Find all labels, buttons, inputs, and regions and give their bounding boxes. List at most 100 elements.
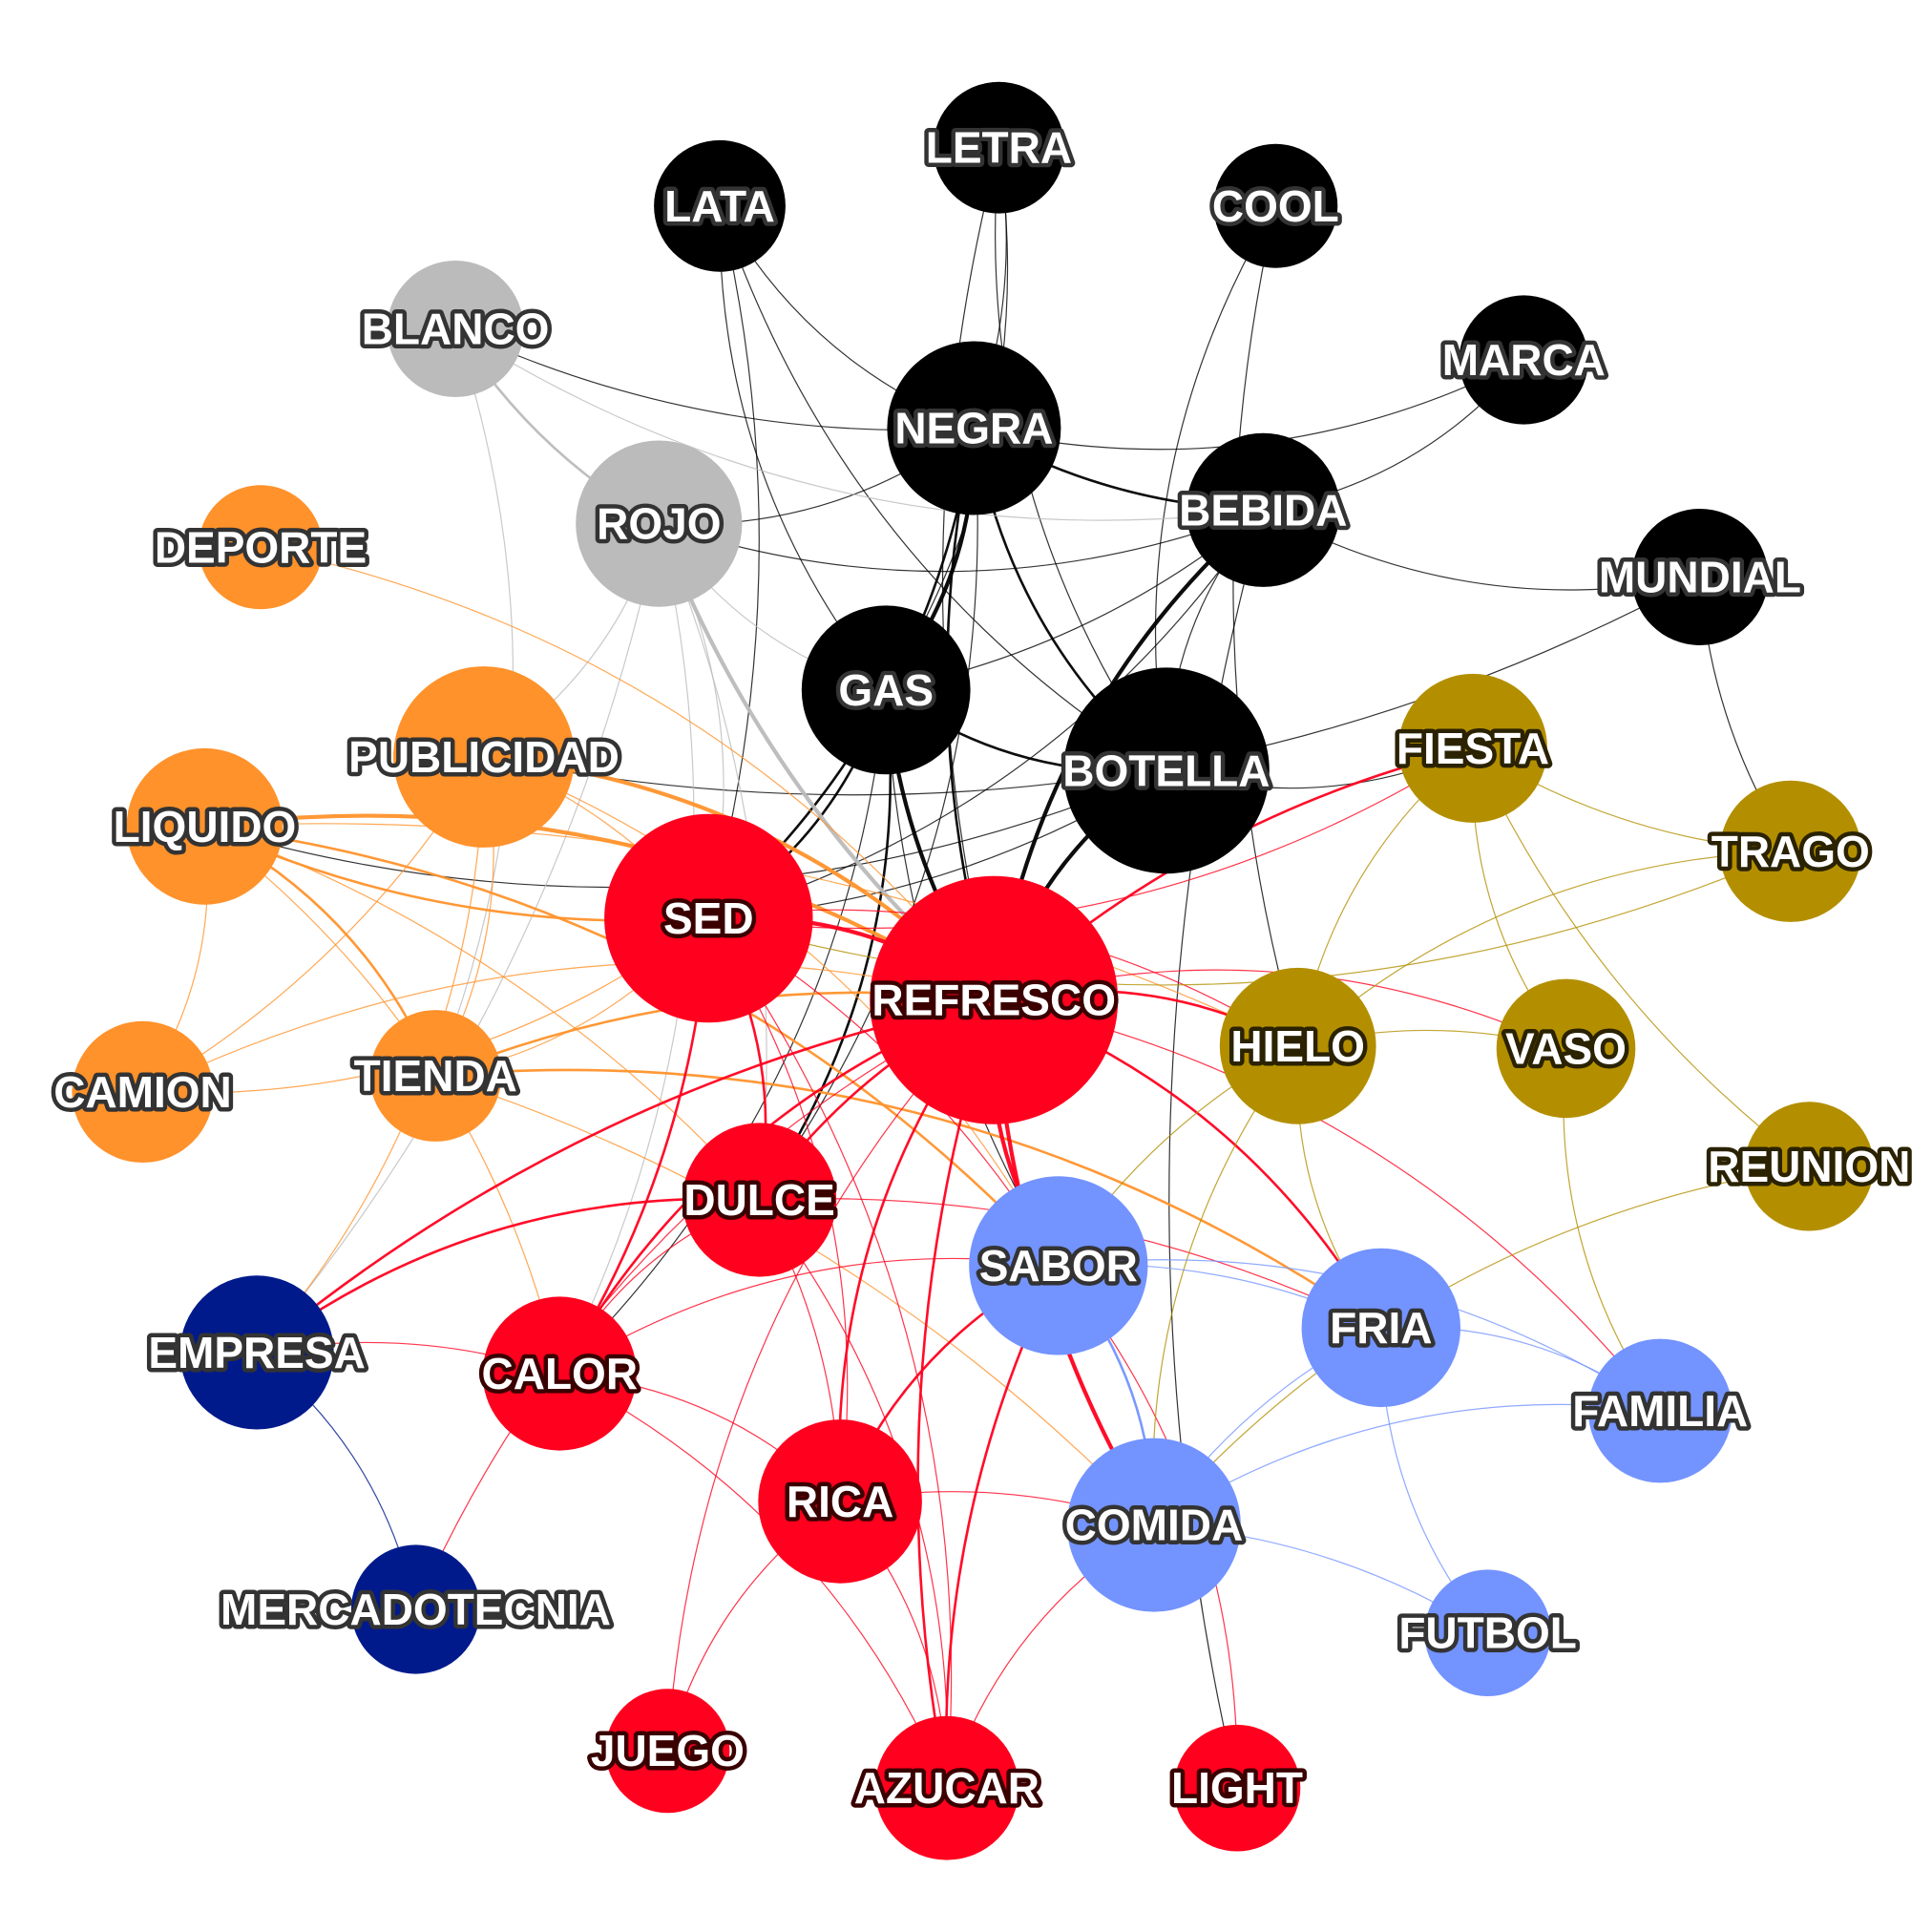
node-publicidad-label: PUBLICIDAD [348, 732, 620, 782]
edge-liquido-dulce [204, 826, 761, 1201]
node-familia-circle [1587, 1338, 1732, 1483]
node-gas-label: GAS [838, 665, 934, 715]
node-rica-label: RICA [787, 1477, 893, 1526]
edge-camion-refresco [142, 961, 995, 1093]
node-comida[interactable]: COMIDA [1060, 1438, 1248, 1612]
node-dulce[interactable]: DULCE [680, 1123, 839, 1277]
node-azucar-label: AZUCAR [854, 1763, 1040, 1813]
node-deporte[interactable]: DEPORTE [150, 485, 371, 610]
node-lata[interactable]: LATA [654, 139, 786, 272]
node-dulce-label: DULCE [683, 1175, 834, 1225]
node-futbol[interactable]: FUTBOL [1395, 1569, 1581, 1696]
node-azucar[interactable]: AZUCAR [850, 1715, 1044, 1860]
node-vaso[interactable]: VASO [1496, 978, 1636, 1119]
edge-reunion-comida [1153, 1166, 1810, 1525]
node-mercadotecnia[interactable]: MERCADOTECNIA [217, 1544, 615, 1674]
node-blanco[interactable]: BLANCO [357, 261, 554, 397]
node-rojo-circle [576, 440, 743, 607]
node-lata-circle [654, 139, 786, 272]
node-blanco-label: BLANCO [362, 304, 550, 354]
node-camion-label: CAMION [53, 1067, 232, 1117]
edge-bebida-rojo [659, 509, 1264, 573]
node-letra[interactable]: LETRA [921, 81, 1077, 214]
node-rojo[interactable]: ROJO [576, 440, 743, 607]
node-tienda-circle [369, 1010, 502, 1142]
node-calor-label: CALOR [482, 1349, 639, 1398]
node-reunion-circle [1744, 1102, 1874, 1231]
node-azucar-circle [874, 1715, 1019, 1860]
node-gas[interactable]: GAS [801, 605, 971, 775]
node-botella-circle [1063, 667, 1270, 874]
node-negra[interactable]: NEGRA [887, 341, 1061, 515]
edge-deporte-refresco [260, 546, 995, 1001]
edge-sed-fiesta [708, 747, 1474, 930]
edge-cool-hielo [1232, 205, 1299, 1046]
node-trago[interactable]: TRAGO [1707, 780, 1874, 922]
node-familia[interactable]: FAMILIA [1568, 1338, 1753, 1483]
edge-trago-sed [708, 850, 1792, 986]
node-rojo-label: ROJO [597, 499, 721, 549]
node-blanco-circle [387, 261, 524, 397]
node-marca-circle [1459, 295, 1588, 425]
node-juego-label: JUEGO [591, 1726, 745, 1775]
node-vaso-circle [1496, 978, 1636, 1119]
node-negra-circle [887, 341, 1061, 515]
node-futbol-label: FUTBOL [1398, 1608, 1577, 1658]
node-tienda-label: TIENDA [354, 1051, 517, 1101]
node-mercadotecnia-label: MERCADOTECNIA [220, 1585, 611, 1634]
node-sabor-label: SABOR [979, 1241, 1138, 1291]
node-calor-circle [482, 1296, 637, 1451]
node-light-circle [1173, 1724, 1301, 1852]
node-sed-label: SED [663, 893, 754, 943]
node-refresco-label: REFRESCO [872, 976, 1116, 1025]
node-refresco[interactable]: REFRESCO [868, 875, 1120, 1124]
node-calor[interactable]: CALOR [477, 1296, 642, 1451]
node-empresa-label: EMPRESA [148, 1328, 365, 1377]
node-mercadotecnia-circle [350, 1544, 481, 1674]
edge-tienda-comida [435, 1075, 1155, 1526]
node-cool[interactable]: COOL [1208, 143, 1343, 268]
node-reunion[interactable]: REUNION [1704, 1102, 1915, 1231]
node-letra-label: LETRA [926, 123, 1072, 173]
node-botella-label: BOTELLA [1062, 746, 1270, 795]
node-light-label: LIGHT [1171, 1763, 1303, 1813]
node-bebida-circle [1186, 432, 1340, 587]
node-gas-circle [801, 605, 971, 775]
node-botella[interactable]: BOTELLA [1059, 667, 1274, 874]
node-hielo[interactable]: HIELO [1219, 967, 1376, 1124]
node-mundial-circle [1631, 509, 1769, 645]
node-familia-label: FAMILIA [1572, 1386, 1748, 1436]
node-sabor[interactable]: SABOR [969, 1176, 1148, 1355]
node-hielo-label: HIELO [1230, 1021, 1365, 1071]
edge-refresco-mercadotecnia [414, 999, 995, 1610]
node-marca[interactable]: MARCA [1438, 295, 1609, 425]
node-tienda[interactable]: TIENDA [349, 1010, 521, 1142]
node-lata-label: LATA [664, 181, 775, 231]
node-trago-label: TRAGO [1712, 827, 1870, 876]
node-hielo-circle [1219, 967, 1376, 1124]
node-bebida-label: BEBIDA [1179, 485, 1347, 535]
node-juego[interactable]: JUEGO [586, 1689, 748, 1814]
edge-publicidad-sabor [483, 756, 1060, 1267]
node-liquido[interactable]: LIQUIDO [109, 747, 301, 905]
node-camion-circle [72, 1020, 214, 1163]
node-empresa-circle [179, 1275, 334, 1430]
node-rica[interactable]: RICA [758, 1419, 922, 1584]
node-light[interactable]: LIGHT [1167, 1724, 1307, 1852]
node-marca-label: MARCA [1442, 335, 1606, 385]
node-cool-label: COOL [1212, 181, 1339, 231]
node-futbol-circle [1424, 1569, 1551, 1696]
node-camion[interactable]: CAMION [50, 1020, 236, 1163]
node-fiesta[interactable]: FIESTA [1392, 673, 1554, 823]
node-refresco-circle [870, 875, 1119, 1124]
node-deporte-circle [199, 485, 323, 610]
node-bebida[interactable]: BEBIDA [1175, 432, 1352, 587]
node-reunion-label: REUNION [1708, 1142, 1910, 1191]
node-publicidad[interactable]: PUBLICIDAD [345, 666, 623, 848]
node-sed[interactable]: SED [604, 813, 813, 1023]
node-empresa[interactable]: EMPRESA [144, 1275, 369, 1430]
node-mundial[interactable]: MUNDIAL [1594, 509, 1805, 645]
node-fria[interactable]: FRIA [1301, 1248, 1461, 1408]
node-fiesta-circle [1398, 673, 1547, 823]
edge-blanco-bebida [454, 327, 1264, 521]
